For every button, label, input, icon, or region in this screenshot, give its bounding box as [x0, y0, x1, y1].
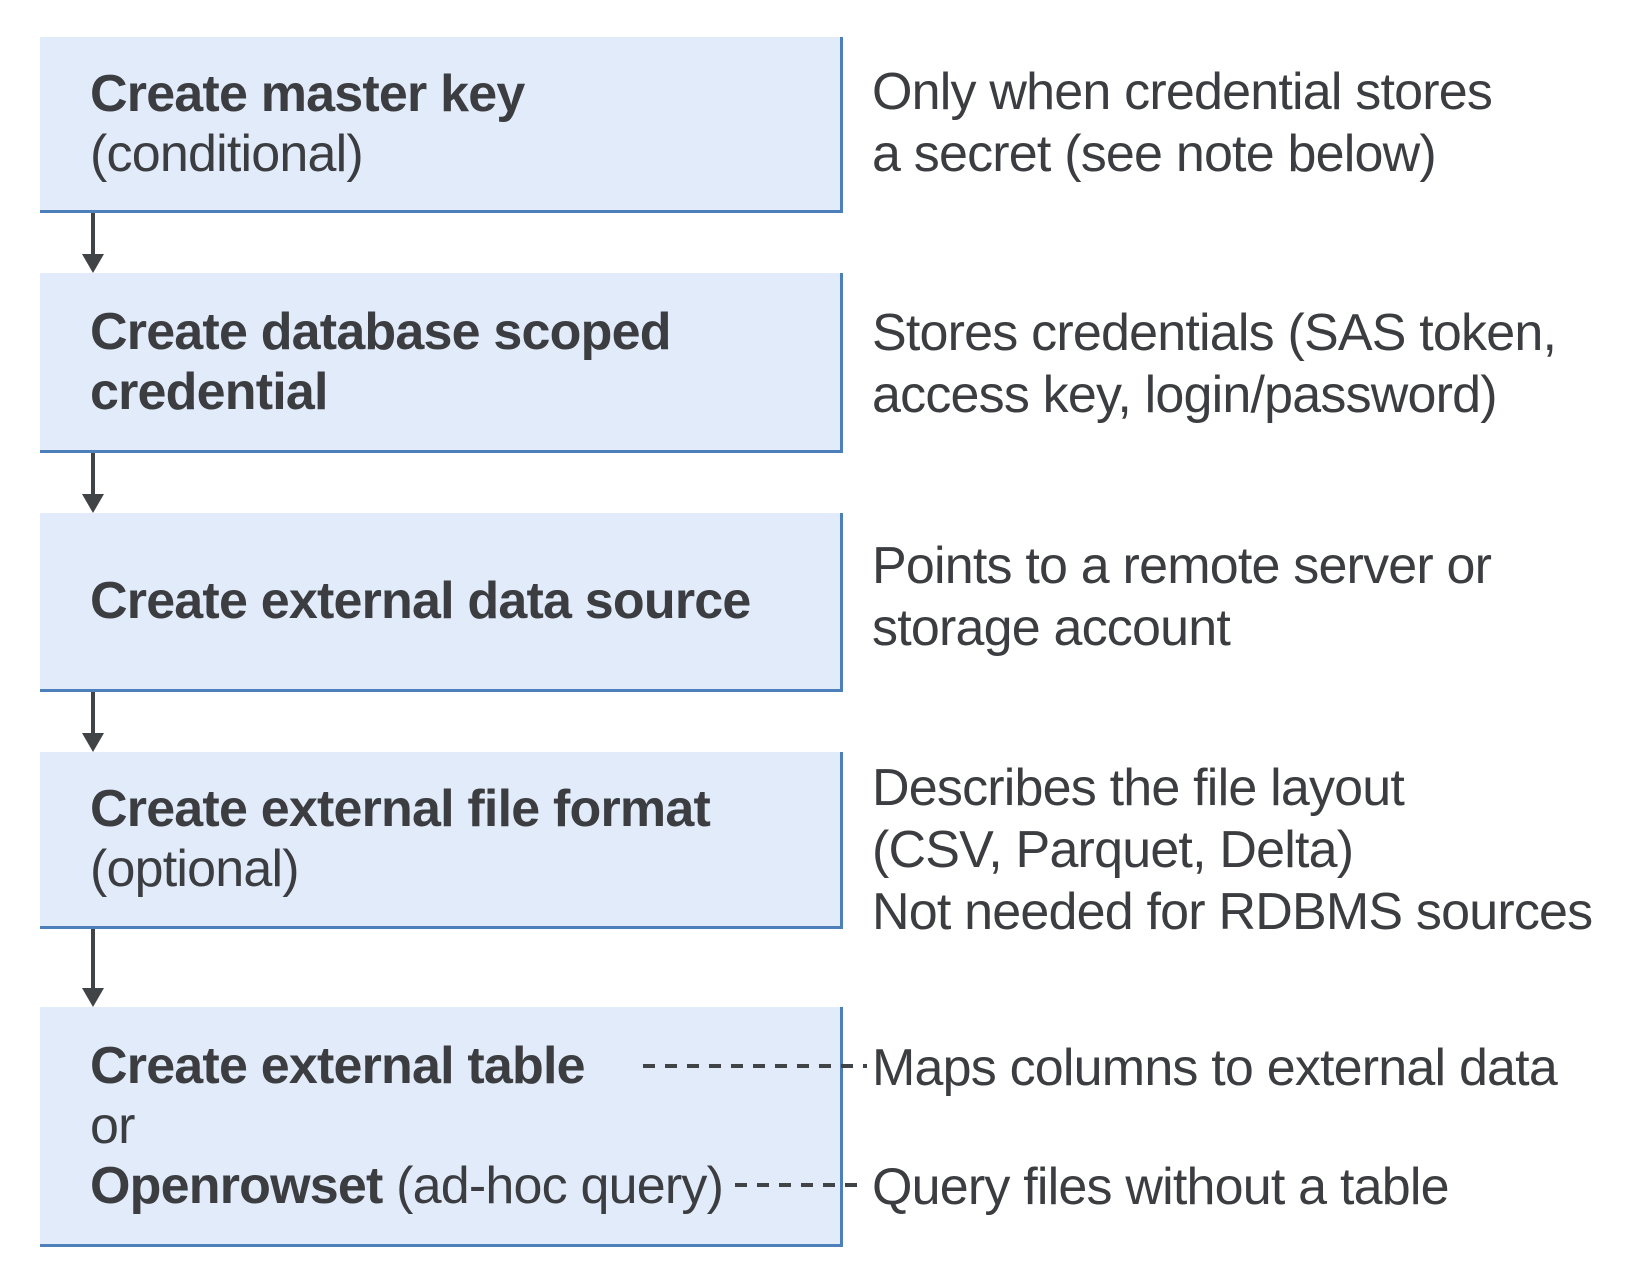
desc-line: Not needed for RDBMS sources — [872, 883, 1593, 941]
box-alt-title: Openrowset — [90, 1156, 383, 1215]
desc-external-table: Maps columns to external data — [872, 1037, 1558, 1099]
box-title: Create database scoped — [90, 302, 671, 361]
desc-line: Points to a remote server or — [872, 537, 1492, 595]
flow-box-scoped-credential: Create database scoped credential — [40, 273, 843, 453]
box-title-line2: credential — [90, 362, 328, 421]
down-arrow-icon — [82, 213, 104, 273]
desc-line: (CSV, Parquet, Delta) — [872, 821, 1354, 879]
desc-line: Stores credentials (SAS token, — [872, 304, 1557, 362]
arrow-stem — [91, 929, 95, 988]
box-title: Create external table — [90, 1036, 586, 1095]
desc-line: Query files without a table — [872, 1158, 1450, 1216]
box-title: Create external file format — [90, 780, 711, 838]
down-arrow-icon — [82, 453, 104, 513]
box-or-label: or — [90, 1096, 135, 1155]
flow-box-master-key: Create master key (conditional) — [40, 37, 843, 213]
box-title: Create master key — [90, 64, 525, 123]
desc-master-key: Only when credential stores a secret (se… — [872, 61, 1493, 185]
desc-line: Maps columns to external data — [872, 1039, 1558, 1097]
arrow-stem — [91, 692, 95, 733]
desc-external-data-source: Points to a remote server or storage acc… — [872, 535, 1492, 659]
dashed-connector-table — [643, 1064, 867, 1068]
flow-box-external-file-format: Create external file format (optional) — [40, 752, 843, 929]
desc-line: Only when credential stores — [872, 63, 1493, 121]
desc-external-file-format: Describes the file layout (CSV, Parquet,… — [872, 757, 1593, 943]
down-arrow-icon — [82, 692, 104, 752]
arrow-head — [82, 733, 104, 752]
desc-line: storage account — [872, 599, 1231, 657]
dashed-connector-openrowset — [735, 1183, 867, 1187]
desc-line: a secret (see note below) — [872, 125, 1437, 183]
arrow-head — [82, 254, 104, 273]
flow-box-external-table: Create external table or Openrowset (ad-… — [40, 1007, 843, 1247]
desc-scoped-credential: Stores credentials (SAS token, access ke… — [872, 302, 1557, 426]
arrow-stem — [91, 453, 95, 494]
arrow-stem — [91, 213, 95, 254]
desc-openrowset: Query files without a table — [872, 1156, 1450, 1218]
box-alt-note: (ad-hoc query) — [382, 1156, 724, 1215]
box-note: (optional) — [90, 840, 300, 898]
desc-line: Describes the file layout — [872, 759, 1405, 817]
box-title: Create external data source — [90, 572, 751, 630]
desc-line: access key, login/password) — [872, 366, 1498, 424]
box-alt-line: Openrowset (ad-hoc query) — [90, 1156, 840, 1216]
flow-box-external-data-source: Create external data source — [40, 513, 843, 692]
down-arrow-icon — [82, 929, 104, 1007]
arrow-head — [82, 494, 104, 513]
arrow-head — [82, 988, 104, 1007]
box-note: (conditional) — [90, 124, 364, 183]
